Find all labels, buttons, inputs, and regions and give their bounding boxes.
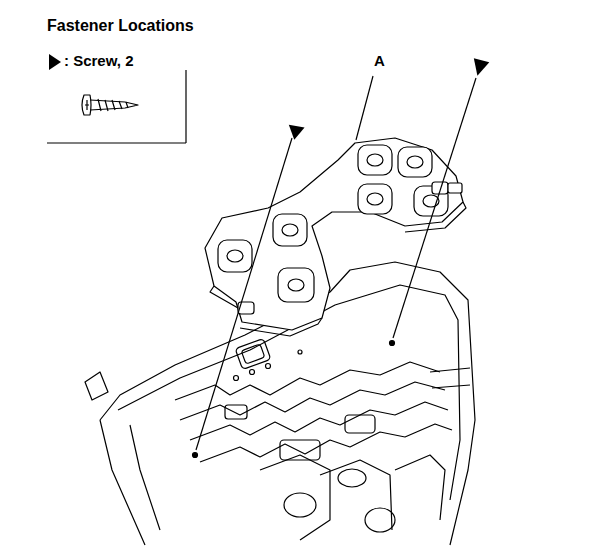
legend-frame xyxy=(47,142,186,143)
part-label: A xyxy=(374,52,385,69)
screw-icon xyxy=(82,95,138,115)
legend-text: : Screw, 2 xyxy=(64,52,133,69)
screw-marker xyxy=(286,125,304,142)
bracket-a xyxy=(205,138,466,336)
leader-line xyxy=(196,138,292,450)
screw-marker xyxy=(49,54,61,70)
leader-line xyxy=(393,78,476,338)
screw-marker xyxy=(470,58,490,78)
legend-frame xyxy=(185,70,186,143)
figure-title: Fastener Locations xyxy=(47,17,194,35)
leader-line xyxy=(356,76,373,140)
